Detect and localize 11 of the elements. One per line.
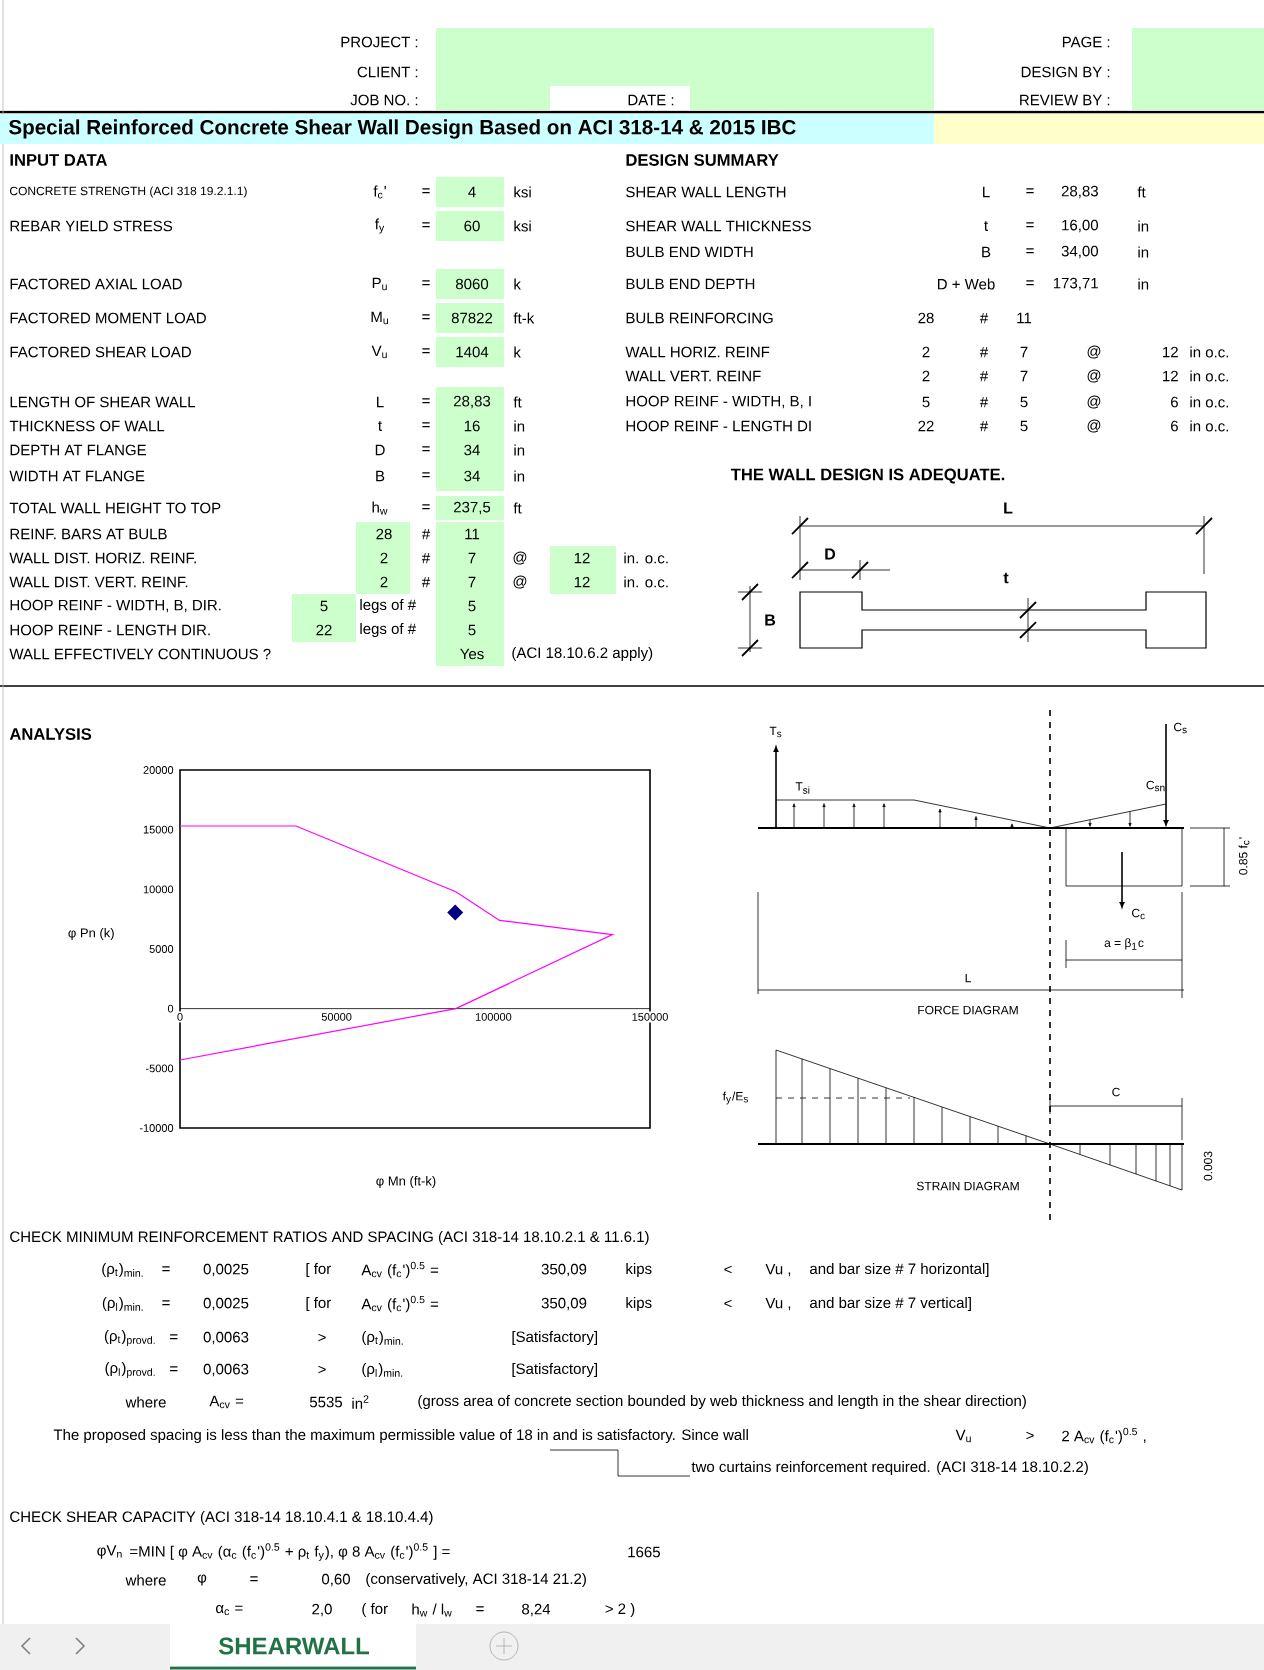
dimension-label: B [765,614,776,626]
dimension-label: D [825,548,836,560]
section-heading: THE WALL DESIGN IS ADEQUATE. [730,468,1005,484]
sheet-tab: SHEARWALL [170,1624,416,1670]
section-heading: ANALYSIS [9,728,92,740]
section-heading: INPUT DATA [10,154,107,166]
section-heading: DESIGN SUMMARY [626,154,779,166]
dimension-label: L [1004,502,1013,514]
line-series [179,825,613,1061]
dimension-label: t [1003,572,1009,584]
title-bar: Special Reinforced Concrete Shear Wall Design Based on ACI 318-14 & 2015 IBC [0,114,1264,144]
